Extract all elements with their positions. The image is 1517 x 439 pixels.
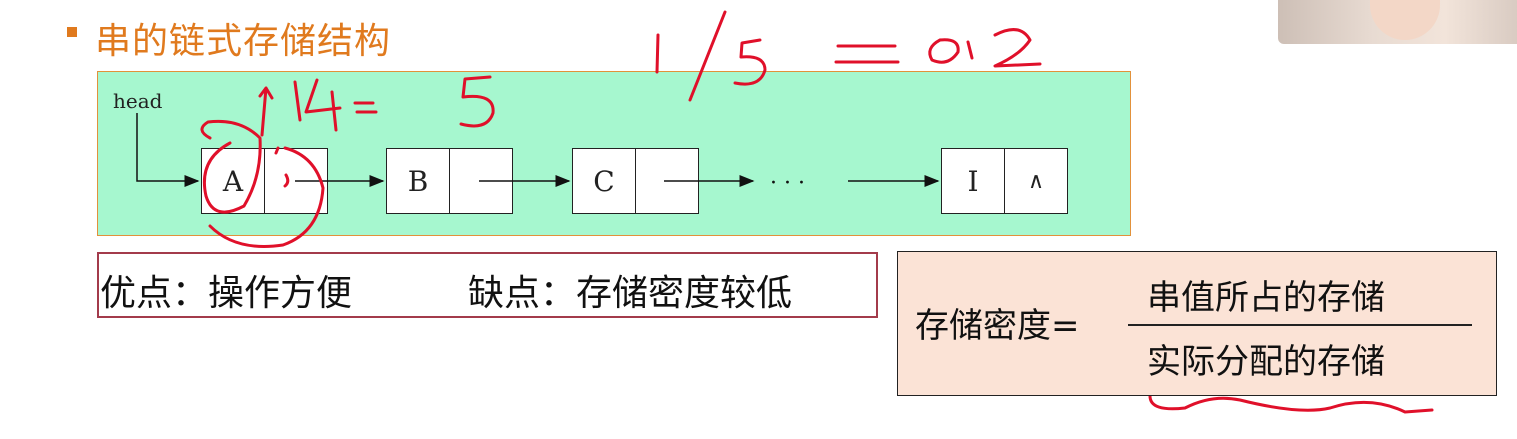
node-pointer [635, 149, 698, 213]
pros-cons-box [97, 252, 878, 318]
ellipsis: · · · [770, 171, 805, 196]
storage-density-formula [897, 251, 1497, 396]
formula-label: 存储密度= [915, 306, 1080, 346]
head-label: head [113, 89, 163, 113]
cons-text: 缺点：存储密度较低 [468, 273, 793, 314]
node-data: A [222, 164, 244, 198]
pros-text: 优点：操作方便 [100, 273, 353, 314]
fraction-bar [1128, 324, 1472, 326]
node-data: I [967, 164, 979, 198]
formula-denominator: 实际分配的存储 [1147, 342, 1385, 382]
arrow-right-icon [136, 113, 940, 187]
list-node-last: I ∧ [941, 148, 1068, 214]
slide-title: 串的链式存储结构 [95, 21, 392, 62]
node-pointer-null: ∧ [1004, 149, 1067, 213]
node-pointer [264, 149, 327, 213]
bullet-square-icon [67, 27, 77, 37]
formula-numerator: 串值所占的存储 [1147, 278, 1385, 318]
list-node-c: C [572, 148, 699, 214]
node-pointer [449, 149, 512, 213]
node-data: C [593, 164, 615, 198]
node-data: B [407, 164, 429, 198]
